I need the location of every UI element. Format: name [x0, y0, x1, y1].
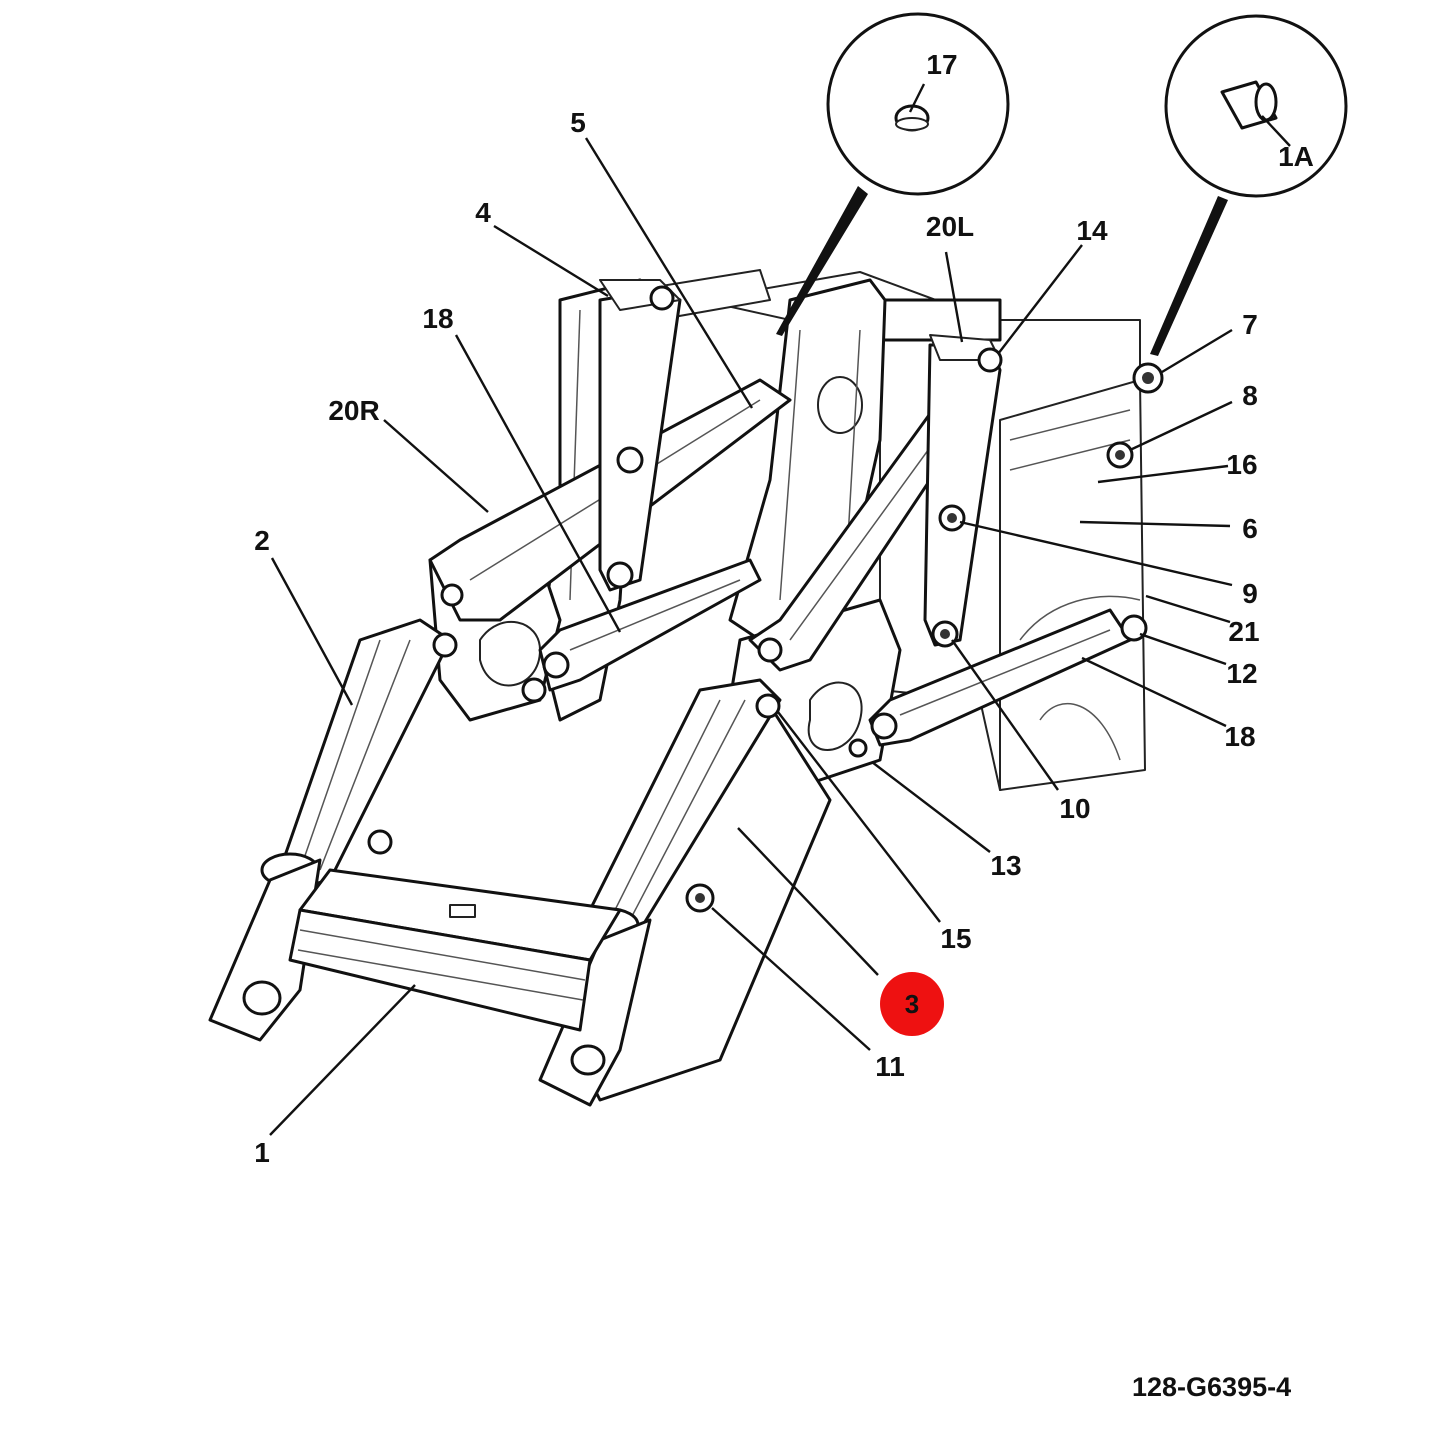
callout-13[interactable]: 13 — [990, 850, 1021, 881]
callout-18-right[interactable]: 18 — [1224, 721, 1255, 752]
callout-16[interactable]: 16 — [1226, 449, 1257, 480]
leader-lines — [269, 83, 1291, 1136]
far-lower-leg — [208, 858, 322, 1042]
detail-bubble-1A — [1150, 14, 1348, 356]
callout-20R[interactable]: 20R — [328, 395, 379, 426]
callout-9[interactable]: 9 — [1242, 578, 1258, 609]
callout-5[interactable]: 5 — [570, 107, 586, 138]
callout-4[interactable]: 4 — [475, 197, 491, 228]
near-tilt-link — [923, 334, 1002, 647]
callout-17[interactable]: 17 — [926, 49, 957, 80]
callout-20L[interactable]: 20L — [926, 211, 974, 242]
figure-code: 128-G6395-4 — [1132, 1372, 1292, 1402]
callout-21[interactable]: 21 — [1228, 616, 1259, 647]
callout-15[interactable]: 15 — [940, 923, 971, 954]
callout-12[interactable]: 12 — [1226, 658, 1257, 689]
callout-7[interactable]: 7 — [1242, 309, 1258, 340]
callout-6[interactable]: 6 — [1242, 513, 1258, 544]
near-lower-leg — [538, 918, 652, 1107]
callout-3[interactable]: 3 — [905, 989, 919, 1019]
callout-10[interactable]: 10 — [1059, 793, 1090, 824]
callout-labels: 1 1A 2 3 4 5 6 7 8 9 10 11 12 13 14 15 1… — [254, 49, 1314, 1168]
callout-1[interactable]: 1 — [254, 1137, 270, 1168]
far-bucket-cylinder — [260, 618, 452, 892]
highlight-circle — [880, 972, 944, 1036]
callout-18-left[interactable]: 18 — [422, 303, 453, 334]
callout-11[interactable]: 11 — [875, 1051, 905, 1082]
detail-bubble-17 — [776, 12, 1010, 336]
callout-14[interactable]: 14 — [1076, 215, 1108, 246]
cross-tube — [288, 868, 622, 1032]
callout-1A[interactable]: 1A — [1278, 141, 1314, 172]
highlight-badge-3[interactable] — [880, 972, 944, 1036]
callout-8[interactable]: 8 — [1242, 380, 1258, 411]
callout-2[interactable]: 2 — [254, 525, 270, 556]
